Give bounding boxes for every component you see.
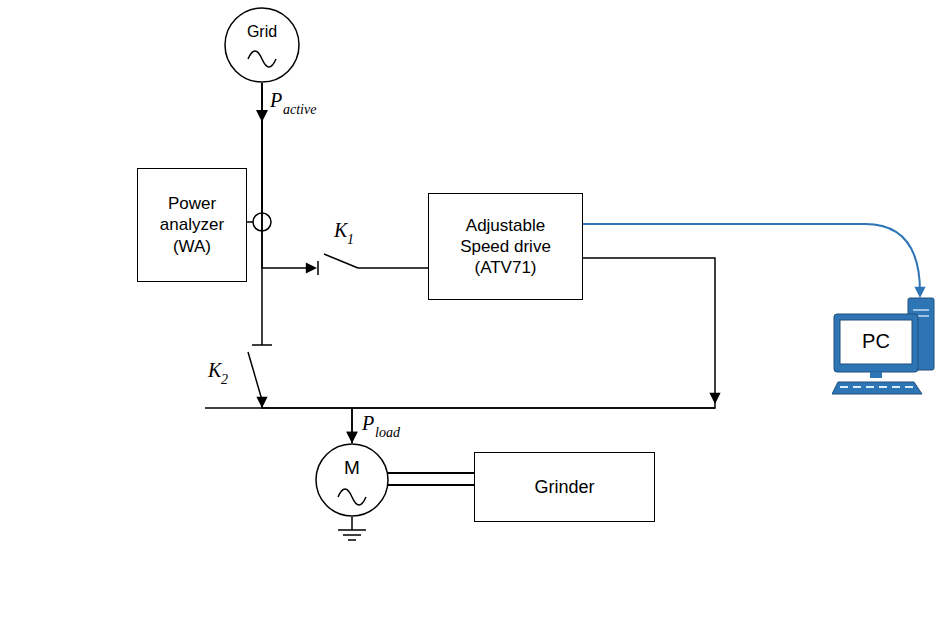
node-label: PC bbox=[840, 329, 912, 354]
ground-symbol bbox=[338, 517, 366, 540]
arrow-head bbox=[346, 432, 357, 443]
pc-icon: PC bbox=[832, 290, 936, 396]
power-analyzer-box: Power analyzer (WA) bbox=[137, 168, 247, 282]
subscript-label: 1 bbox=[347, 233, 354, 247]
wire-connector bbox=[262, 83, 428, 275]
sine-symbol bbox=[338, 489, 366, 505]
symbol-label: P bbox=[270, 90, 282, 110]
arrow-head bbox=[306, 262, 317, 273]
circle-outline bbox=[224, 7, 300, 83]
arrow-head bbox=[709, 393, 720, 404]
arrow-head bbox=[346, 432, 357, 443]
node-label: Grinder bbox=[534, 476, 594, 499]
node-label: Power analyzer (WA) bbox=[146, 193, 238, 257]
wire-connector bbox=[248, 83, 358, 443]
subscript-label: active bbox=[283, 103, 316, 117]
arrow-head bbox=[914, 287, 925, 298]
symbol-label: K bbox=[208, 360, 221, 380]
drive-box: Adjustable Speed drive (ATV71) bbox=[428, 193, 583, 300]
node-label: Grid bbox=[247, 22, 277, 42]
wire-connector bbox=[583, 224, 926, 298]
node-label: Adjustable Speed drive (ATV71) bbox=[443, 215, 568, 279]
grinder-box: Grinder bbox=[474, 452, 655, 522]
wire-connector bbox=[388, 473, 474, 485]
node-label: M bbox=[344, 456, 360, 480]
arrow-head bbox=[256, 397, 267, 408]
symbol-label: K bbox=[334, 220, 347, 240]
subscript-label: load bbox=[375, 426, 400, 440]
sine-symbol bbox=[248, 51, 276, 67]
analyzer-lead bbox=[247, 221, 253, 223]
circle-outline bbox=[315, 443, 389, 517]
motor-symbol: M bbox=[315, 443, 389, 517]
subscript-label: 2 bbox=[221, 373, 228, 387]
grid-source: Grid bbox=[224, 7, 300, 83]
symbol-label: P bbox=[362, 413, 374, 433]
